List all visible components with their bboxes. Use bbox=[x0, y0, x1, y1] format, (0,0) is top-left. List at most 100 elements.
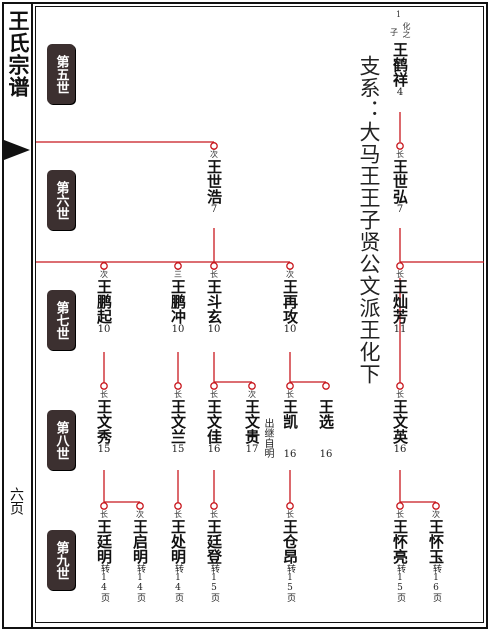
person-name: 王斗玄 bbox=[205, 279, 223, 324]
person-number: 16 bbox=[393, 444, 407, 455]
node-circle bbox=[432, 502, 440, 510]
person-name: 王凯 bbox=[281, 399, 299, 429]
person-gen8-4: 次 王文贵 17 bbox=[239, 390, 265, 456]
person-number: 4 bbox=[396, 87, 404, 98]
birth-rank: 长 bbox=[286, 510, 294, 519]
person-name: 王文英 bbox=[391, 399, 409, 444]
person-name: 王文贵 bbox=[243, 399, 261, 444]
page-reference: 转15页 bbox=[209, 564, 219, 602]
birth-rank: 长 bbox=[174, 510, 182, 519]
person-name: 王世浩 bbox=[205, 159, 223, 204]
node-circle bbox=[248, 382, 256, 390]
node-circle bbox=[210, 382, 218, 390]
generation-label: 第八世 bbox=[53, 420, 69, 460]
person-name: 王廷登 bbox=[205, 519, 223, 564]
person-name: 王灿芳 bbox=[391, 279, 409, 324]
person-gen8-1: 长 王文英 16 bbox=[387, 390, 413, 456]
person-gen7-1: 长 王灿芳 11 bbox=[387, 270, 413, 336]
person-gen8-6: 长 王文兰 15 bbox=[165, 390, 191, 456]
birth-rank: 三 bbox=[174, 270, 182, 279]
person-name: 王文佳 bbox=[205, 399, 223, 444]
birth-rank: 长 bbox=[396, 510, 404, 519]
generation-label: 第九世 bbox=[53, 540, 69, 580]
person-name: 王文秀 bbox=[95, 399, 113, 444]
birth-rank: 次 bbox=[248, 390, 256, 399]
person-name: 王廷明 bbox=[95, 519, 113, 564]
node-circle bbox=[286, 502, 294, 510]
generation-badge-6: 第六世 bbox=[47, 170, 75, 230]
page-reference: 转15页 bbox=[395, 564, 405, 602]
birth-rank: 次 bbox=[100, 270, 108, 279]
node-circle bbox=[100, 502, 108, 510]
person-gen9-4: 长 王廷登 转15页 bbox=[201, 510, 227, 602]
generation-label: 第六世 bbox=[53, 180, 69, 220]
person-name: 王鹏冲 bbox=[169, 279, 187, 324]
page-reference: 转14页 bbox=[99, 564, 109, 602]
birth-rank: 次 bbox=[210, 150, 218, 159]
birth-rank: 长 bbox=[210, 270, 218, 279]
birth-rank: 次 bbox=[136, 510, 144, 519]
node-circle bbox=[210, 142, 218, 150]
person-number: 7 bbox=[396, 204, 404, 215]
sidebar-divider bbox=[31, 2, 33, 629]
person-gen9-2: 长 王怀亮 转15页 bbox=[387, 510, 413, 602]
book-title: 王氏宗谱 bbox=[6, 10, 31, 98]
branch-title: 支系：大马王王子贤公文派王化下 bbox=[357, 55, 381, 385]
node-circle bbox=[100, 382, 108, 390]
person-number: 11 bbox=[393, 324, 407, 335]
node-circle bbox=[210, 502, 218, 510]
person-number: 10 bbox=[207, 324, 221, 335]
generation-badge-5: 第五世 bbox=[47, 44, 75, 104]
node-circle bbox=[286, 262, 294, 270]
person-name: 王怀玉 bbox=[427, 519, 445, 564]
person-name: 王选 bbox=[317, 399, 335, 429]
node-circle bbox=[174, 382, 182, 390]
birth-rank: 次 bbox=[286, 270, 294, 279]
person-name: 王鹤祥 bbox=[391, 42, 409, 87]
person-number: 10 bbox=[171, 324, 185, 335]
person-gen7-3: 长 王斗玄 10 bbox=[201, 270, 227, 336]
person-name: 王鹏起 bbox=[95, 279, 113, 324]
person-gen9-1: 次 王怀玉 转16页 bbox=[423, 510, 449, 602]
generation-badge-8: 第八世 bbox=[47, 410, 75, 470]
generation-label: 第五世 bbox=[53, 54, 69, 94]
birth-rank: 长 bbox=[396, 150, 404, 159]
birth-rank: 长 bbox=[286, 390, 294, 399]
person-name: 王仓昂 bbox=[281, 519, 299, 564]
person-number: 16 bbox=[283, 449, 297, 460]
generation-label: 第七世 bbox=[53, 300, 69, 340]
generation-badge-7: 第七世 bbox=[47, 290, 75, 350]
person-number: 15 bbox=[171, 444, 185, 455]
birth-rank: 长 bbox=[210, 390, 218, 399]
node-circle bbox=[396, 502, 404, 510]
person-gen7-5: 次 王鹏起 10 bbox=[91, 270, 117, 336]
node-circle bbox=[396, 382, 404, 390]
person-number: 7 bbox=[210, 204, 218, 215]
person-number: 16 bbox=[207, 444, 221, 455]
person-number: 17 bbox=[245, 444, 259, 455]
person-number: 16 bbox=[319, 449, 333, 460]
birth-rank: 长 bbox=[210, 510, 218, 519]
node-circle bbox=[174, 502, 182, 510]
person-gen6-1: 长 王世弘 7 bbox=[387, 150, 413, 216]
person-gen6-2: 次 王世浩 7 bbox=[201, 150, 227, 216]
birth-rank: 长 bbox=[100, 390, 108, 399]
person-gen7-2: 次 王再攻 10 bbox=[277, 270, 303, 336]
person-name: 王处明 bbox=[169, 519, 187, 564]
birth-rank: 长 bbox=[396, 270, 404, 279]
person-number: 10 bbox=[97, 324, 111, 335]
person-gen8-5: 长 王文佳 16 bbox=[201, 390, 227, 456]
page-reference: 转14页 bbox=[173, 564, 183, 602]
page-reference: 转14页 bbox=[135, 564, 145, 602]
person-gen9-6: 次 王启明 转14页 bbox=[127, 510, 153, 602]
person-gen8-3: 长 王凯 16 bbox=[277, 390, 303, 461]
person-name: 王再攻 bbox=[281, 279, 299, 324]
page-number: 六页 bbox=[8, 487, 24, 515]
person-gen9-5: 长 王处明 转14页 bbox=[165, 510, 191, 602]
birth-rank: 次 bbox=[432, 510, 440, 519]
root-note-number: 1 bbox=[396, 10, 402, 19]
node-circle bbox=[322, 382, 330, 390]
person-number: 15 bbox=[97, 444, 111, 455]
node-circle bbox=[100, 262, 108, 270]
